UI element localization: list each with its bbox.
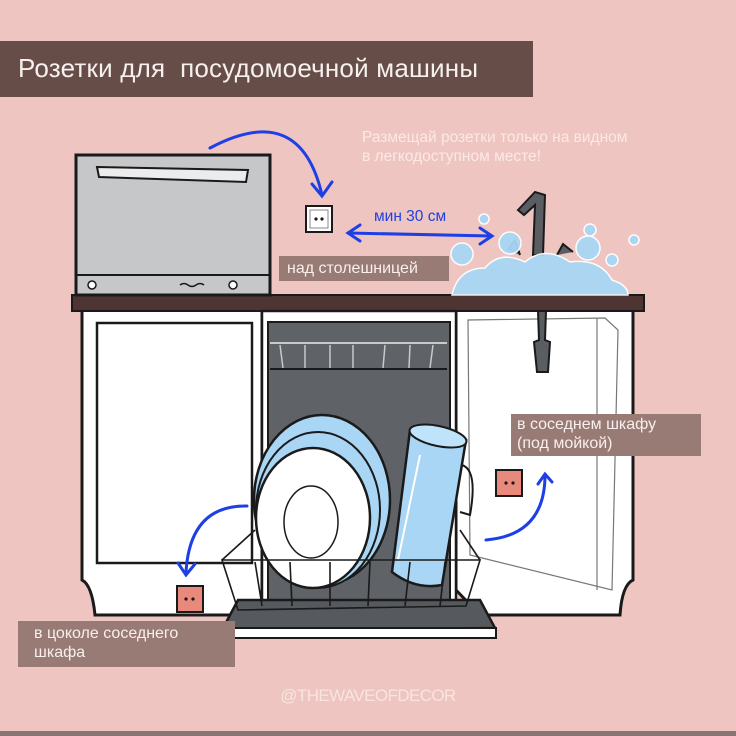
label-plinth-line-1: в цоколе соседнего (34, 625, 179, 642)
dishwasher (219, 309, 498, 639)
power-socket-icon (305, 205, 333, 233)
distance-label: мин 30 см (374, 208, 447, 225)
cabinet-left (80, 306, 264, 617)
power-socket-icon (495, 469, 523, 497)
curved-arrow-icon (484, 471, 554, 542)
curved-arrow-icon (208, 130, 334, 199)
label-plinth-line-2: шкафа (34, 644, 86, 661)
label-neighbor-cabinet-line-2: (под мойкой) (517, 435, 613, 452)
label-above-countertop: над столешницей (279, 256, 449, 281)
double-arrow-icon (345, 223, 495, 246)
bottom-strip (0, 731, 736, 736)
curved-arrow-icon (176, 504, 249, 578)
label-above-countertop-text: над столешницей (287, 260, 418, 277)
label-plinth: в цоколе соседнего шкафа (18, 621, 235, 667)
tip-text: Размещай розетки только на видном в легк… (362, 128, 627, 166)
label-neighbor-cabinet: в соседнем шкафу (под мойкой) (511, 414, 701, 456)
countertop (71, 294, 645, 312)
page-title: Розетки для посудомоечной машины (18, 53, 479, 83)
soap-foam (450, 213, 640, 296)
power-socket-icon (176, 585, 204, 613)
watermark: @THEWAVEOFDECOR (280, 686, 456, 705)
label-neighbor-cabinet-line-1: в соседнем шкафу (517, 416, 657, 433)
tip-line-1: Размещай розетки только на видном (362, 129, 628, 146)
tip-line-2: в легкодоступном месте! (362, 148, 541, 165)
countertop-dishwasher (74, 153, 272, 297)
title-bar: Розетки для посудомоечной машины (0, 41, 533, 97)
